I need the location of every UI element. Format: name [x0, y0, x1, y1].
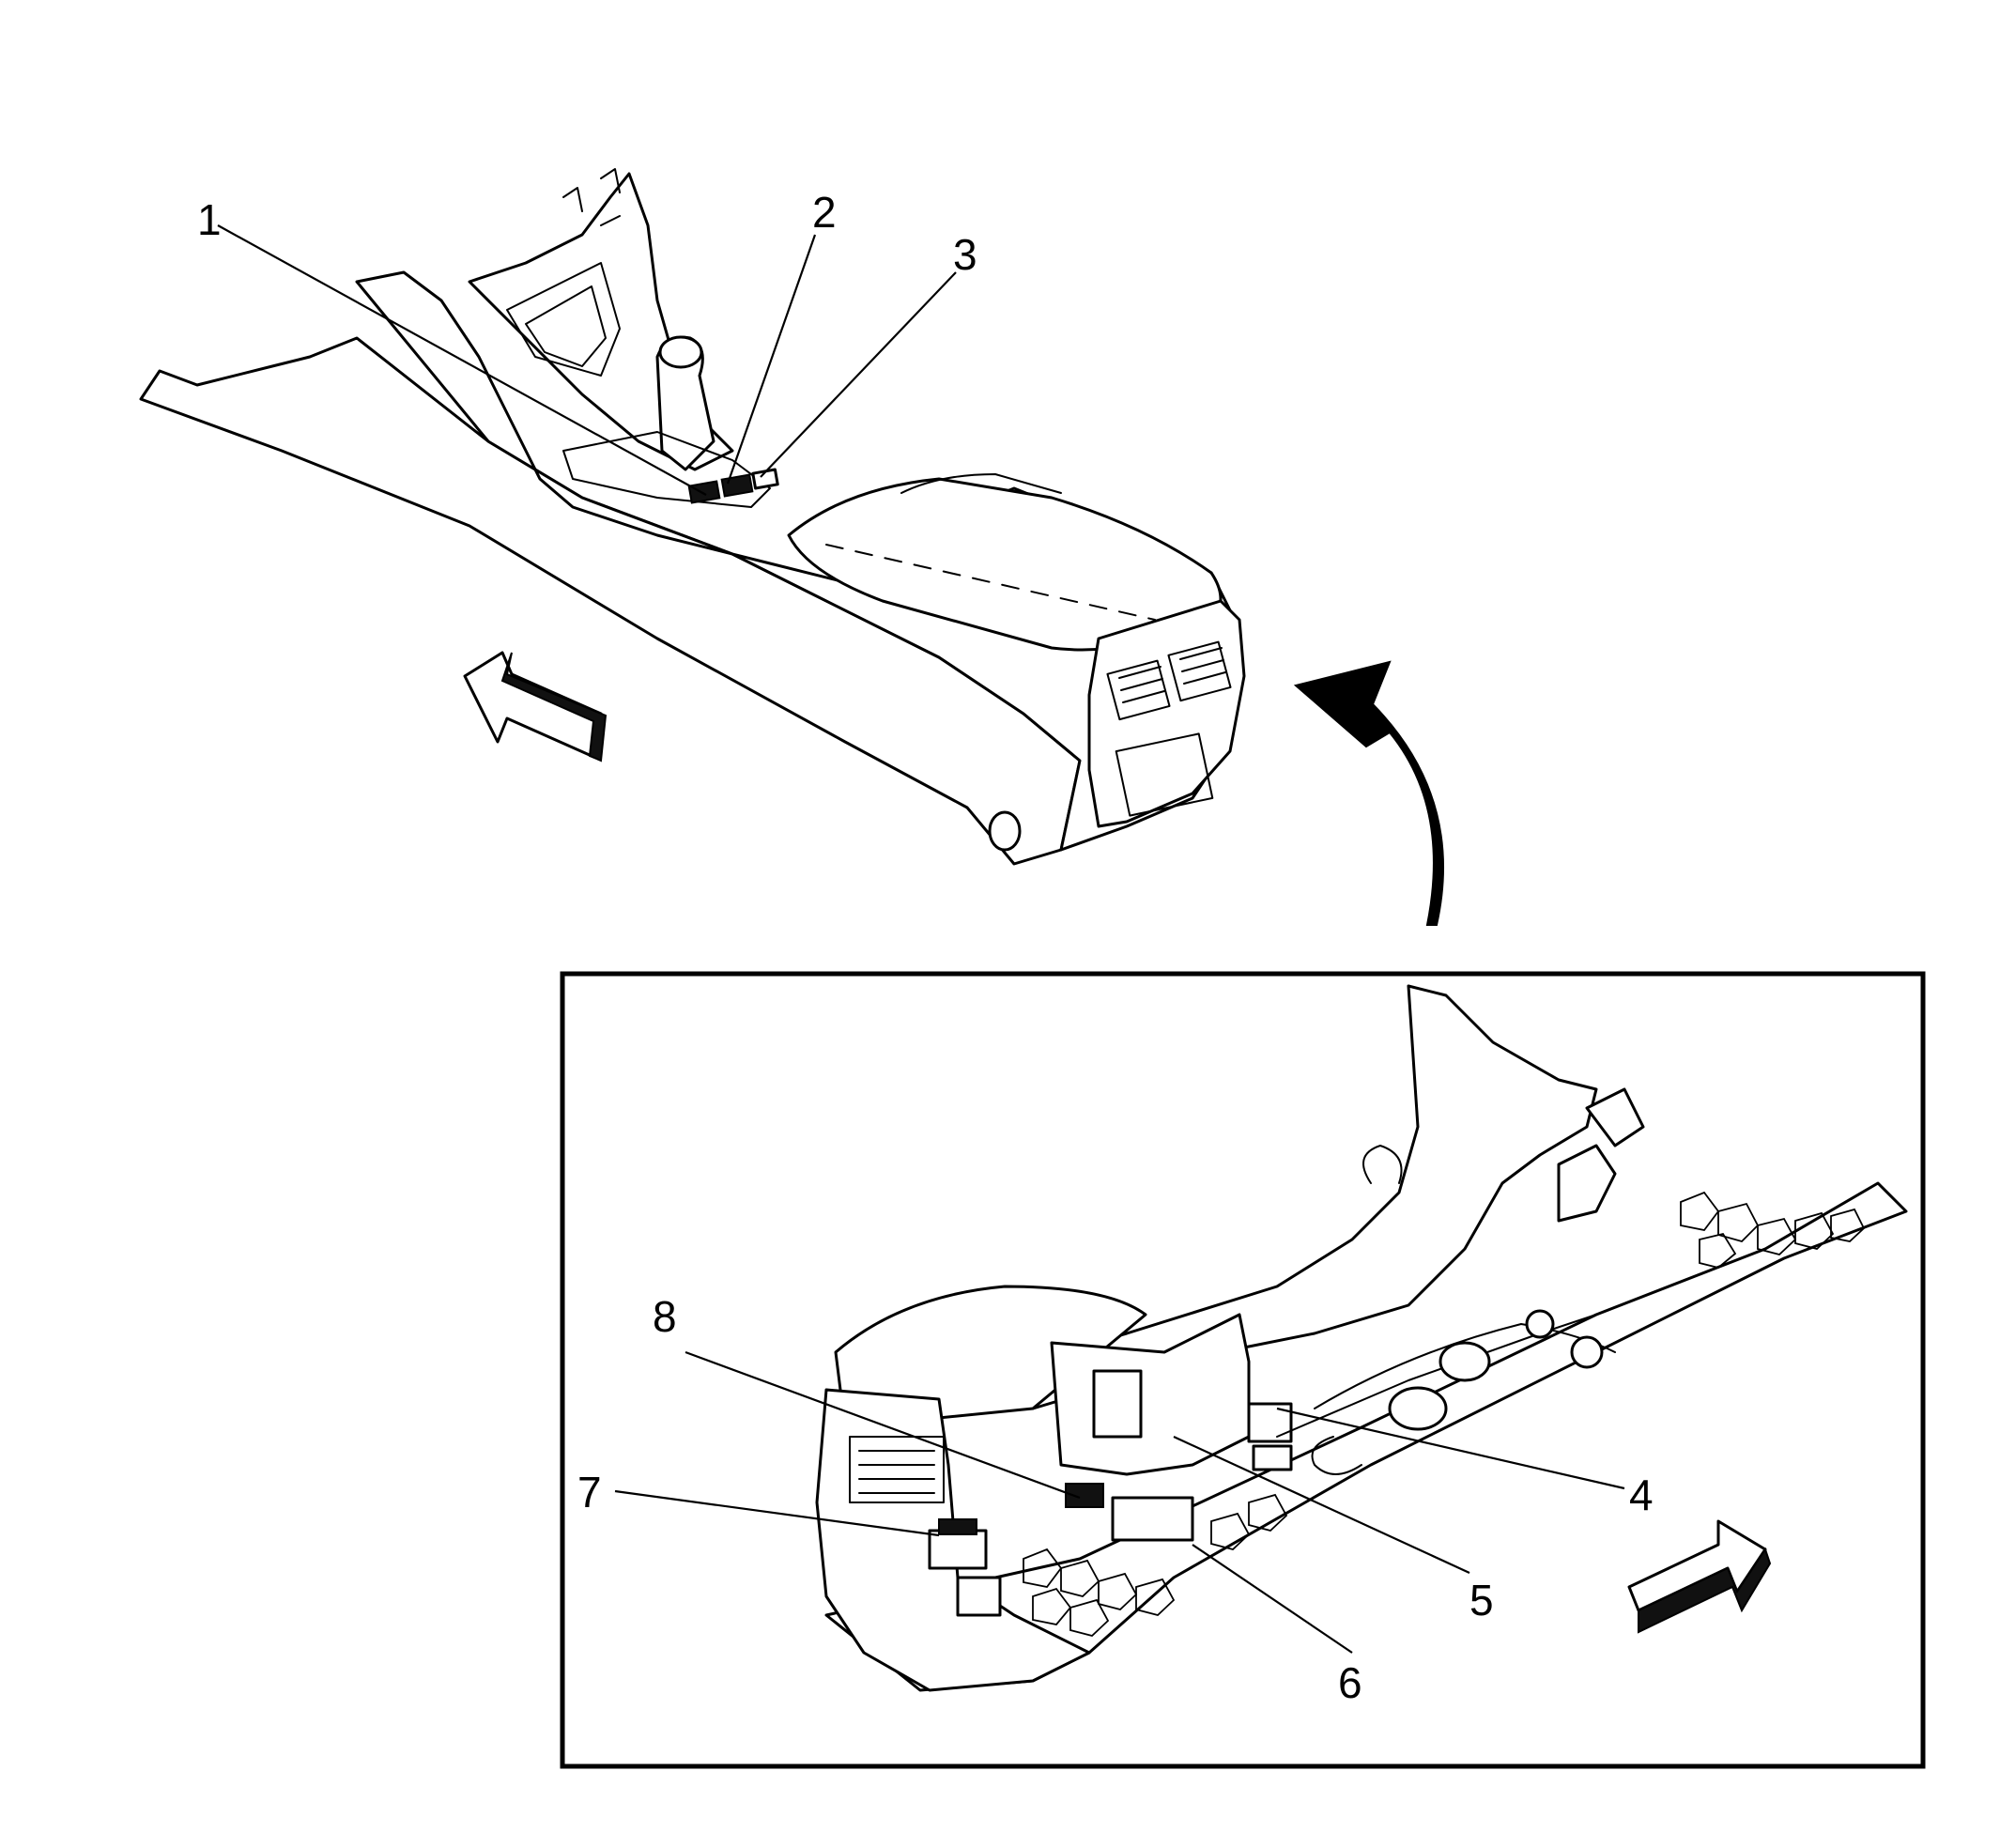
callout-4: 4: [1629, 1471, 1654, 1519]
callout-8: 8: [653, 1292, 677, 1341]
connector-7: [928, 1529, 988, 1570]
console-underside-view: [815, 984, 1908, 1692]
rear-vent-bezel: [1087, 599, 1246, 828]
armrest-lid: [787, 477, 1223, 652]
callout-1: 1: [197, 195, 222, 244]
underside-armrest: [834, 1285, 1147, 1429]
mesh-pattern-front: [1680, 1191, 1866, 1269]
leader-1: [217, 224, 707, 496]
connector-6: [1111, 1496, 1194, 1542]
mesh-pattern-rear: [1023, 1493, 1288, 1637]
connector-5: [1252, 1444, 1293, 1471]
upper-bezel: [993, 984, 1598, 1410]
leader-7: [614, 1489, 940, 1537]
leader-4: [1276, 1407, 1625, 1490]
callout-6: 6: [1338, 1658, 1362, 1707]
callout-3: 3: [953, 230, 977, 279]
leader-3: [760, 271, 957, 478]
callout-2: 2: [812, 188, 837, 237]
callout-7: 7: [577, 1468, 602, 1517]
callout-5: 5: [1469, 1576, 1494, 1625]
callout-labels: 1 2 3 4 5 6 7 8: [197, 188, 1654, 1707]
rearward-direction-arrow-icon: [1627, 1519, 1772, 1634]
curved-flip-arrow-icon: [1293, 660, 1445, 926]
inset-frame: [560, 971, 1926, 1769]
leader-8: [685, 1350, 1081, 1500]
leader-5: [1173, 1436, 1470, 1574]
console-top-view: [139, 168, 1246, 866]
leaders-top: [217, 224, 957, 496]
leaders-inset: [614, 1350, 1625, 1654]
leader-2: [726, 234, 817, 485]
forward-direction-arrow-icon: [463, 651, 608, 762]
leader-6: [1192, 1544, 1353, 1654]
